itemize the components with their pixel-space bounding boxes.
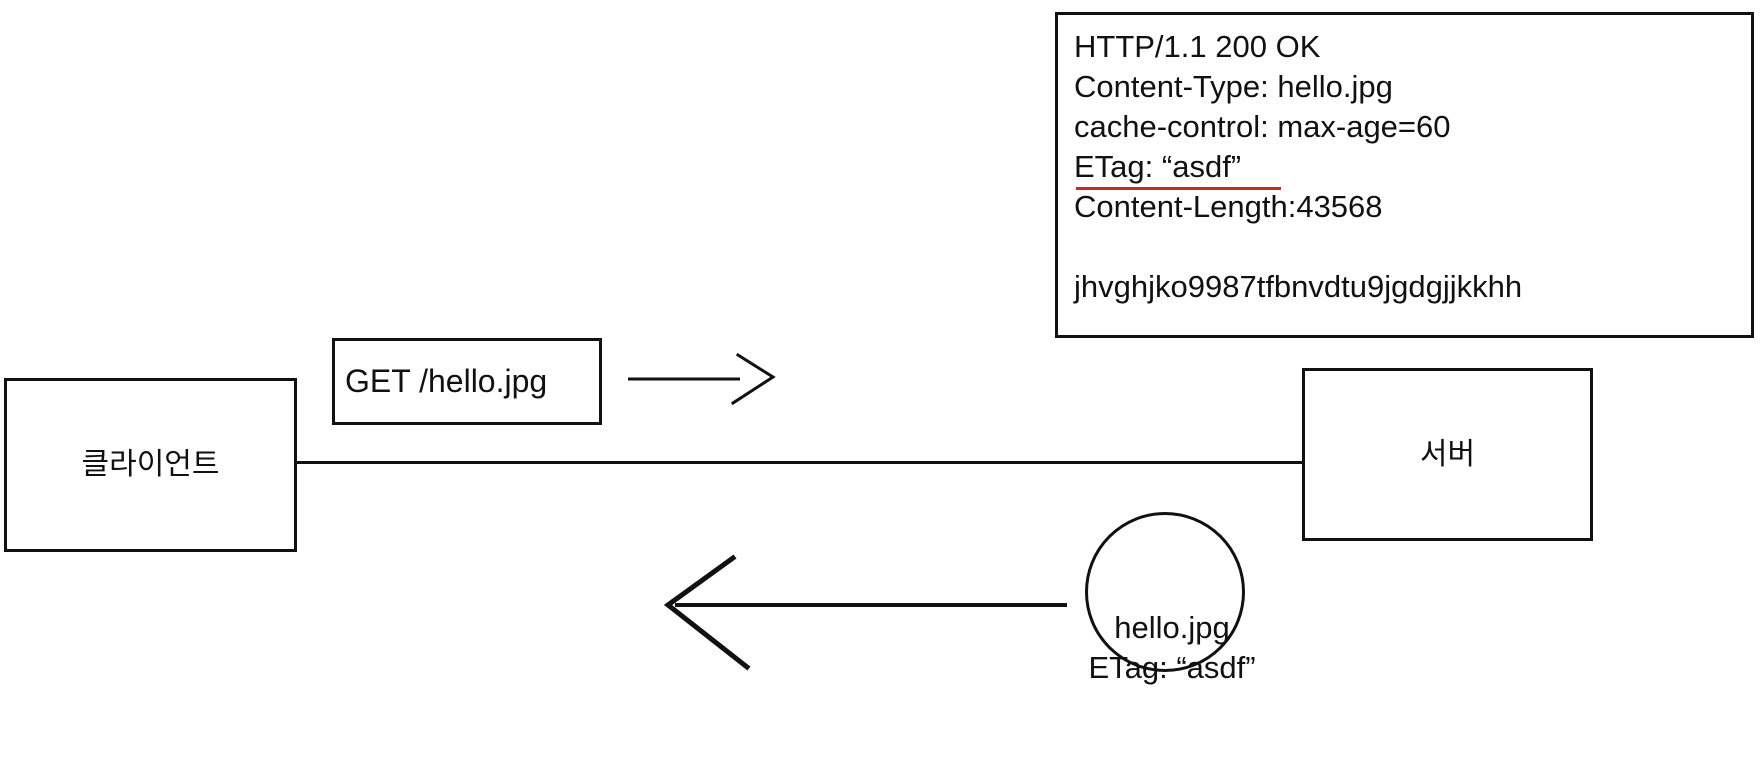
http-response-line-body: jhvghjko9987tfbnvdtu9jgdgjjkkhh xyxy=(1074,269,1523,304)
server-node: 서버 xyxy=(1302,368,1593,541)
response-arrow-icon xyxy=(663,554,1067,671)
request-label-box: GET /hello.jpg xyxy=(332,338,602,425)
http-response-line-content-length: Content-Length:43568 xyxy=(1074,189,1383,224)
http-response-line-cache-control: cache-control: max-age=60 xyxy=(1074,109,1451,144)
client-label: 클라이언트 xyxy=(81,448,220,481)
request-arrow-icon xyxy=(628,352,776,406)
http-response-line-content-type: Content-Type: hello.jpg xyxy=(1074,69,1393,104)
client-server-link-line xyxy=(297,461,1303,464)
resource-circle xyxy=(1085,512,1245,672)
http-response-line-blank xyxy=(1074,227,1751,267)
client-node: 클라이언트 xyxy=(4,378,297,552)
request-label: GET /hello.jpg xyxy=(345,363,548,400)
http-response-box: HTTP/1.1 200 OK Content-Type: hello.jpg … xyxy=(1055,12,1754,338)
http-response-line-etag: ETag: “asdf” xyxy=(1074,147,1751,190)
http-response-line-status: HTTP/1.1 200 OK xyxy=(1074,29,1321,64)
server-label: 서버 xyxy=(1419,437,1476,471)
